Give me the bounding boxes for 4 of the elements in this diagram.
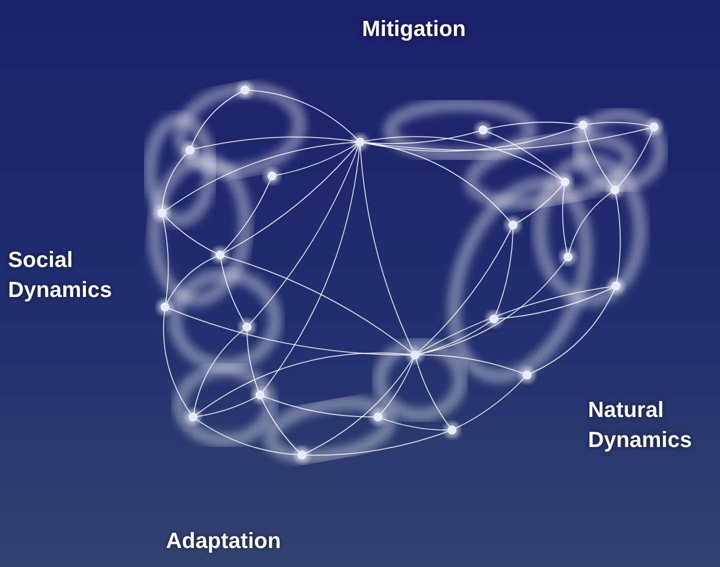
region-label: Adaptation <box>166 527 282 555</box>
region-label: Natural Dynamics <box>588 396 693 454</box>
region-label: Mitigation <box>362 15 467 43</box>
region-label: Social Dynamics <box>8 246 113 304</box>
